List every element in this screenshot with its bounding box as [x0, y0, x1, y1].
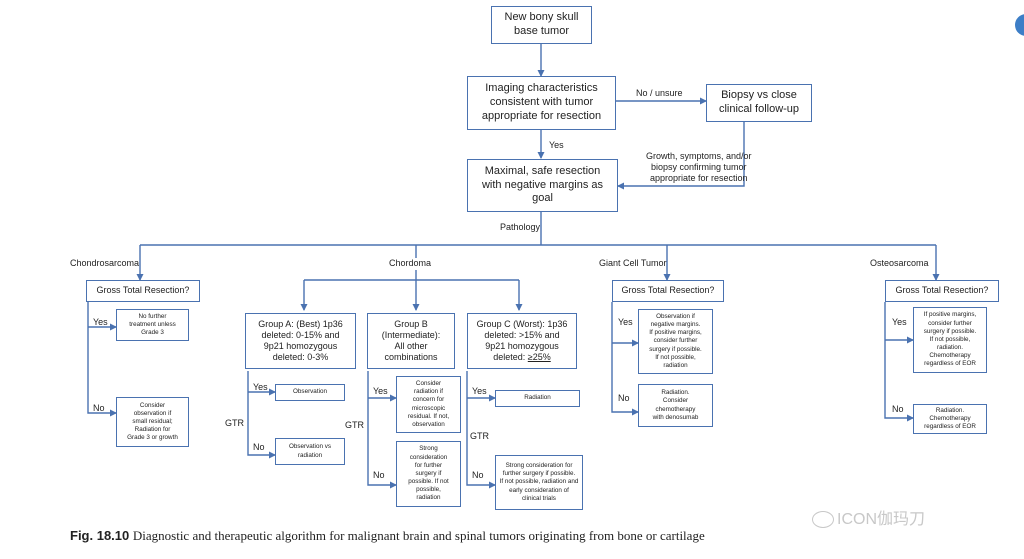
figure-label: Fig. 18.10 [70, 528, 130, 543]
imaging-box: Imaging characteristics consistent with … [467, 76, 616, 130]
group-a-no-outcome: Observation vs radiation [275, 438, 345, 465]
chondrosarcoma-gtr-question: Gross Total Resection? [86, 280, 200, 302]
osteosarcoma-yes-label: Yes [892, 317, 907, 327]
osteosarcoma-no-outcome: Radiation. Chemotherapy regardless of EO… [913, 404, 987, 434]
group-a-yes-outcome: Observation [275, 384, 345, 401]
group-c-yes-outcome: Radiation [495, 390, 580, 407]
group-c-criteria-text: Group C (Worst): 1p36 deleted: >15% and … [476, 318, 568, 363]
osteosarcoma-no-label: No [892, 404, 904, 414]
giant-cell-yes-label: Yes [618, 317, 633, 327]
chordoma-group-c-box: Group C (Worst): 1p36 deleted: >15% and … [467, 313, 577, 369]
wechat-icon [812, 511, 834, 529]
no-unsure-label: No / unsure [636, 88, 683, 98]
figure-caption: Fig. 18.10 Diagnostic and therapeutic al… [70, 528, 705, 544]
giant-cell-label: Giant Cell Tumor [599, 258, 667, 268]
giant-cell-no-label: No [618, 393, 630, 403]
group-b-no-label: No [373, 470, 385, 480]
chondrosarcoma-yes-label: Yes [93, 317, 108, 327]
chondrosarcoma-no-outcome: Consider observation if small residual; … [116, 397, 189, 447]
group-c-yes-label: Yes [472, 386, 487, 396]
group-b-yes-label: Yes [373, 386, 388, 396]
biopsy-box: Biopsy vs close clinical follow-up [706, 84, 812, 122]
group-b-no-outcome: Strong consideration for further surgery… [396, 441, 461, 507]
giant-cell-no-outcome: Radiation. Consider chemotherapy with de… [638, 384, 713, 427]
chordoma-gtr-label-a: GTR [225, 418, 244, 428]
group-c-no-outcome: Strong consideration for further surgery… [495, 455, 583, 510]
watermark: ICON伽玛刀 [812, 505, 925, 529]
growth-symptoms-label: Growth, symptoms, and/or biopsy confirmi… [646, 151, 752, 183]
group-a-yes-label: Yes [253, 382, 268, 392]
group-c-no-label: No [472, 470, 484, 480]
resection-goal-box: Maximal, safe resection with negative ma… [467, 159, 618, 212]
chordoma-group-b-box: Group B (Intermediate): All other combin… [367, 313, 455, 369]
pathology-label: Pathology [500, 222, 541, 232]
group-c-threshold-text: ≥25% [527, 352, 551, 363]
group-a-no-label: No [253, 442, 265, 452]
osteosarcoma-label: Osteosarcoma [870, 258, 929, 268]
chordoma-gtr-label-b: GTR [345, 420, 364, 430]
giant-cell-gtr-question: Gross Total Resection? [612, 280, 724, 302]
osteosarcoma-gtr-question: Gross Total Resection? [885, 280, 999, 302]
group-b-yes-outcome: Consider radiation if concern for micros… [396, 376, 461, 433]
chondrosarcoma-yes-outcome: No further treatment unless Grade 3 [116, 309, 189, 341]
figure-caption-text: Diagnostic and therapeutic algorithm for… [132, 528, 705, 543]
watermark-text: ICON伽玛刀 [837, 511, 926, 528]
chordoma-group-a-box: Group A: (Best) 1p36 deleted: 0-15% and … [245, 313, 356, 369]
chordoma-gtr-label-c: GTR [470, 431, 489, 441]
giant-cell-yes-outcome: Observation if negative margins. If posi… [638, 309, 713, 374]
chondrosarcoma-label: Chondrosarcoma [70, 258, 140, 268]
chordoma-label: Chordoma [389, 258, 432, 268]
new-tumor-box: New bony skull base tumor [491, 6, 592, 44]
chondrosarcoma-no-label: No [93, 403, 105, 413]
osteosarcoma-yes-outcome: If positive margins, consider further su… [913, 307, 987, 373]
yes-label: Yes [549, 140, 564, 150]
edge-circle-icon[interactable] [1015, 14, 1024, 36]
